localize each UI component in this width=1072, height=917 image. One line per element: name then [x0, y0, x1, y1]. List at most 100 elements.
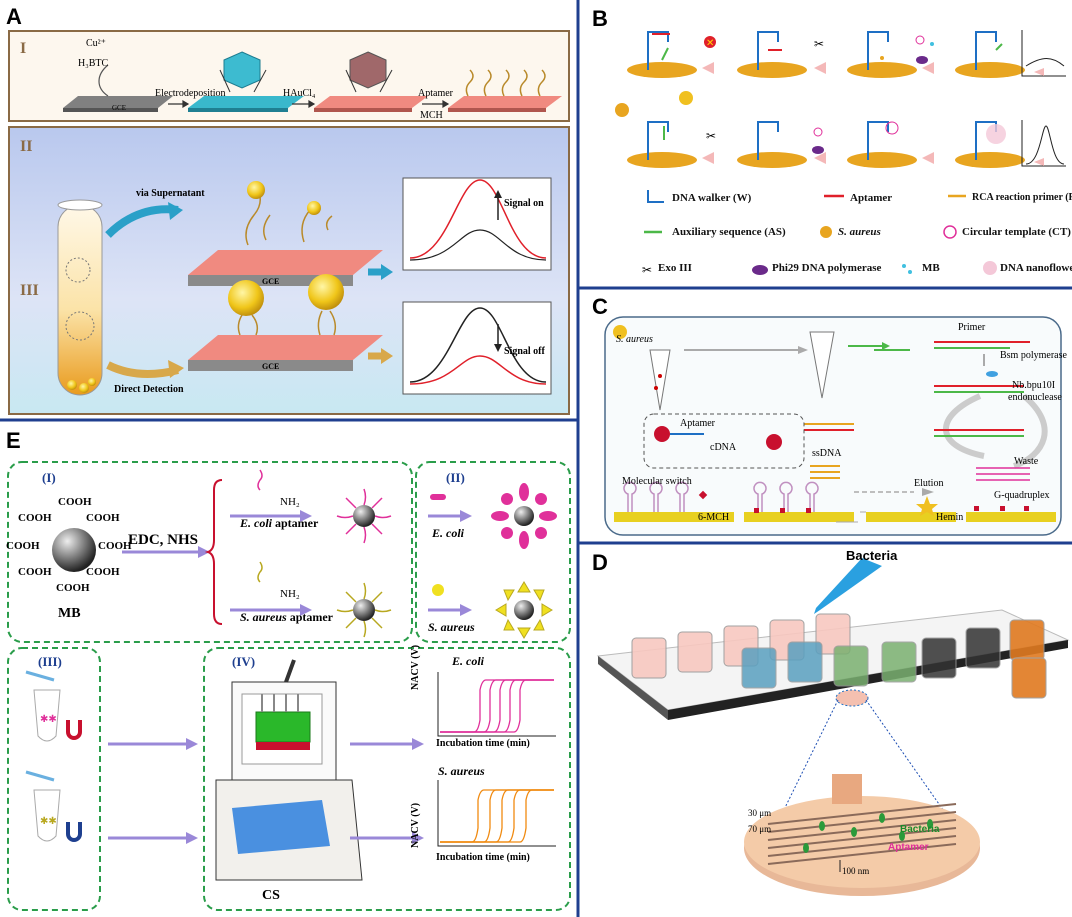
e-ecoli-chart: E. coli [452, 654, 484, 668]
roman-ii: II [20, 138, 33, 155]
c-aptamer: Aptamer [680, 418, 715, 429]
h3btc-label: H₃BTC [78, 58, 109, 69]
electrode-ii [188, 181, 383, 286]
e-roman-i: (I) [42, 470, 56, 485]
d-30um: 30 μm [748, 808, 772, 818]
d-bacteria: Bacteria [900, 824, 940, 835]
c-endo: endonuclease [1008, 392, 1062, 403]
ecoli-aptamer-species: E. coli [240, 516, 272, 530]
c-cdna: cDNA [710, 442, 737, 453]
legend-mb: MB [922, 262, 940, 274]
legend-rca-primer: RCA reaction primer (RP) [972, 192, 1072, 203]
legend-saureus: S. aureus [838, 226, 881, 238]
arrow-mch: MCH [420, 110, 443, 121]
c-mch: 6-MCH [698, 512, 730, 523]
nh2-1: NH₂ [280, 496, 300, 508]
panel-a-graphic [8, 30, 570, 415]
well-grid [631, 613, 1047, 707]
legend-auxiliary: Auxiliary sequence (AS) [672, 226, 786, 238]
e-roman-iii: (III) [38, 654, 62, 669]
signal-off-label: Signal off [504, 346, 545, 357]
route-supernatant: via Supernatant [136, 188, 205, 199]
arrow-haucl4: HAuCl₄ [283, 88, 316, 99]
c-hemin: Hemin [936, 512, 964, 523]
c-bsm: Bsm polymerase [1000, 350, 1067, 361]
svg-text:✱✱: ✱✱ [40, 816, 57, 827]
c-primer: Primer [958, 322, 986, 333]
ecoli-chart [437, 672, 556, 737]
legend-circular: Circular template (CT) [962, 226, 1071, 238]
legend-phi29: Phi29 DNA polymerase [772, 262, 882, 274]
e-inc-1: Incubation time (min) [436, 738, 530, 749]
gce-label-ii: GCE [262, 277, 280, 286]
arrow-aptamer: Aptamer [418, 88, 453, 99]
route-direct: Direct Detection [114, 384, 184, 395]
cooh-6: COOH [18, 566, 52, 578]
signal-off-plot [402, 301, 552, 395]
ecoli-aptamer-label: E. coli aptamer [240, 516, 318, 531]
roman-i: I [20, 40, 27, 57]
panel-c-graphic [604, 316, 1062, 536]
c-elution: Elution [914, 478, 944, 489]
c-nb: Nb.bpu10I [1012, 380, 1056, 391]
svg-text:✂: ✂ [642, 263, 652, 277]
b-row-1: ✕ ✂ [627, 30, 1066, 78]
e-inc-2: Incubation time (min) [436, 852, 530, 863]
e-ecoli-ii: E. coli [432, 526, 464, 540]
signal-on-label: Signal on [504, 198, 544, 209]
ecoli-aptamer-word: aptamer [275, 516, 319, 530]
cooh-7: COOH [86, 566, 120, 578]
cooh-1: COOH [58, 496, 92, 508]
legend-exo: Exo III [658, 262, 692, 274]
c-gq: G-quadruplex [994, 490, 1050, 501]
e-roman-ii: (II) [446, 470, 465, 485]
panel-a-label: A [6, 4, 22, 29]
signal-on-plot [402, 177, 552, 271]
panel-d-label: D [592, 550, 608, 575]
b-row-2: ✂ [615, 91, 1066, 168]
d-70um: 70 μm [748, 824, 772, 834]
cooh-2: COOH [18, 512, 52, 524]
electrode-au [314, 51, 428, 112]
arrow-electrodeposition: Electrodeposition [155, 88, 226, 99]
tube-ecoli: ✱✱ [25, 670, 82, 742]
nh2-2: NH₂ [280, 588, 300, 600]
e-saureus-ii: S. aureus [428, 620, 475, 634]
panel-e-graphic: ✱✱ ✱✱ [7, 461, 571, 911]
panel-e-label: E [6, 428, 21, 453]
c-waste: Waste [1014, 456, 1039, 467]
e-cs: CS [262, 888, 280, 903]
cooh-5: COOH [98, 540, 132, 552]
legend-nanoflowers: DNA nanoflowers [1000, 262, 1072, 274]
cooh-3: COOH [86, 512, 120, 524]
panel-d-graphic [596, 558, 1070, 896]
tube-saureus: ✱✱ [25, 770, 82, 842]
gce-label-iii: GCE [262, 362, 280, 371]
e-saureus-chart: S. aureus [438, 764, 485, 778]
saureus-chart [437, 780, 556, 847]
legend-dna-walker: DNA walker (W) [672, 192, 752, 204]
e-nacv-1: NACV (V) [410, 644, 421, 690]
cooh-4: COOH [6, 540, 40, 552]
panel-b-legend-icons: ✂ [642, 225, 997, 277]
electrode-bare [63, 96, 173, 112]
d-100nm: 100 nm [842, 866, 870, 876]
cooh-8: COOH [56, 582, 90, 594]
d-bacteria-top: Bacteria [846, 548, 898, 563]
e-mb: MB [58, 606, 81, 621]
c-saureus: S. aureus [616, 334, 653, 345]
saureus-aptamer-label: S. aureus aptamer [240, 610, 333, 625]
cu-label: Cu²⁺ [86, 38, 106, 49]
edc-nhs: EDC, NHS [128, 532, 199, 548]
svg-text:✱✱: ✱✱ [40, 714, 57, 725]
roman-iii: III [20, 282, 39, 299]
cs-instrument [215, 659, 363, 881]
svg-text:✕: ✕ [706, 38, 714, 49]
panel-c-label: C [592, 294, 608, 319]
c-molswitch: Molecular switch [622, 476, 692, 487]
saureus-aptamer-species: S. aureus [240, 610, 287, 624]
legend-aptamer: Aptamer [850, 192, 893, 204]
gce-label-1: GCE [112, 104, 126, 112]
panel-b-graphic: ✕ ✂ ✂ [615, 30, 1066, 203]
